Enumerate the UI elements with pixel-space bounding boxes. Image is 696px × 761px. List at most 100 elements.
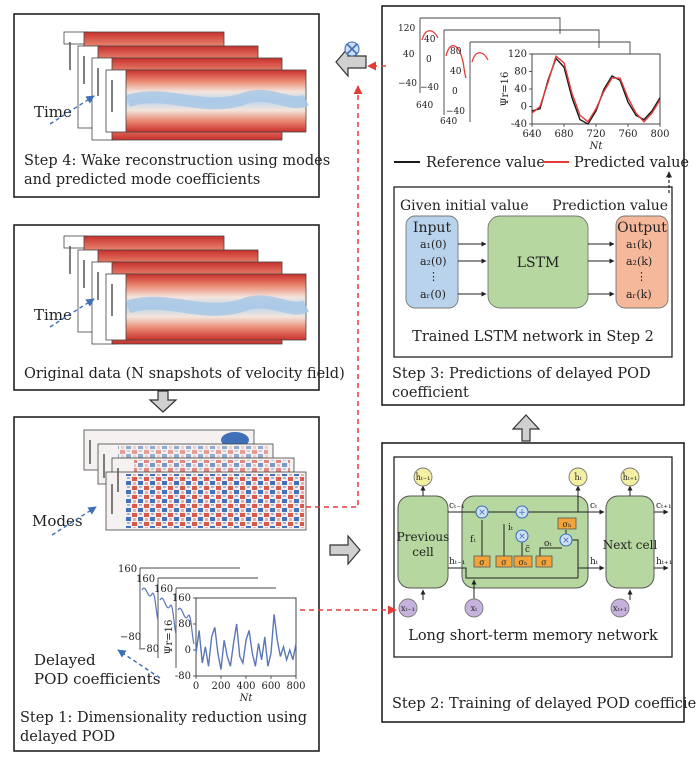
step4-snapshot-stack xyxy=(63,31,309,141)
up-arrow-step2-to-step3 xyxy=(511,414,541,442)
down-arrow-original-to-step1 xyxy=(148,390,178,413)
label-c-next: cₜ₊₁ xyxy=(656,501,672,511)
h-out-next: ĥₜ₊₁ xyxy=(622,473,638,482)
current-cell-box xyxy=(461,495,589,589)
legend-reference: Reference value xyxy=(426,155,545,171)
lstm-op-symbols: × + × × xyxy=(478,508,570,546)
pred-chart-ytick-4: -40 xyxy=(511,119,527,130)
legend-predicted: Predicted value xyxy=(574,155,689,171)
output-block xyxy=(615,215,669,309)
step4-panel: Time Step 4: Wake reconstruction using m… xyxy=(13,13,330,198)
gate-candidate: σₕ xyxy=(519,558,528,567)
stacked-prediction-frames xyxy=(419,17,631,122)
mode-stack xyxy=(83,429,307,531)
label-hs-prev: hₜ₋₁ xyxy=(449,557,465,567)
label-o: oₜ xyxy=(544,539,552,549)
coef-chart-xtick-4: 800 xyxy=(286,681,305,692)
input-label: Input xyxy=(413,220,452,236)
coef-chart-xtick-1: 200 xyxy=(211,681,230,692)
step4-title-line2: and predicted mode coefficients xyxy=(24,172,260,188)
stack-tick-10: −40 xyxy=(446,107,465,117)
coef-chart-xlabel: Nt xyxy=(239,693,254,704)
lstm-network-caption: Long short-term memory network xyxy=(408,628,658,644)
pred-chart-xlabel: Nt xyxy=(589,141,604,152)
coef-stack-y4: −80 xyxy=(120,632,141,643)
step3-title-line1: Step 3: Predictions of delayed POD xyxy=(392,366,651,382)
x-in-cur: xₜ xyxy=(471,604,478,613)
op-mult-2: × xyxy=(518,532,526,542)
coef-stack-y5: −80 xyxy=(138,644,159,655)
original-snapshot-stack xyxy=(63,235,310,345)
delayed-label-line1: Delayed xyxy=(34,651,96,669)
modes-time-arrow xyxy=(51,506,97,536)
label-c-cur: cₜ xyxy=(590,501,598,511)
original-time-label: Time xyxy=(34,306,72,324)
previous-cell-label1: Previous xyxy=(397,530,450,544)
original-data-panel: Time Original data (N snapshots of veloc… xyxy=(13,224,345,391)
label-c-tilde: c̃ xyxy=(525,544,530,555)
stacked-prediction-curves xyxy=(421,30,489,79)
coef-chart-ytick-2: 0 xyxy=(185,645,191,656)
label-c-prev: cₜ₋₁ xyxy=(449,501,465,511)
lstm-hidden-outputs xyxy=(413,467,640,487)
pred-chart-xtick-4: 800 xyxy=(650,129,669,140)
coefficient-stack: 160 160 160 −80 −80 xyxy=(118,564,276,668)
gate-input: σ xyxy=(501,558,507,567)
coef-chart-ytick-1: 80 xyxy=(178,619,191,630)
lstm-label: LSTM xyxy=(517,255,560,271)
output-label: Output xyxy=(617,220,667,236)
pred-chart-xtick-3: 760 xyxy=(618,129,637,140)
x-in-prev: xₜ₋₁ xyxy=(401,604,415,613)
h-out-cur: ĥₜ xyxy=(573,473,581,482)
stack-tick-5: 0 xyxy=(426,55,432,65)
lstm-pointwise-ops xyxy=(475,505,573,547)
coef-chart-xtick-3: 600 xyxy=(261,681,280,692)
original-time-arrow xyxy=(49,298,95,328)
stack-tick-2: 40 xyxy=(403,50,415,60)
coef-chart-series-0 xyxy=(195,614,297,670)
coef-chart-xtick-2: 400 xyxy=(236,681,255,692)
op-add: + xyxy=(518,508,526,518)
lstm-gates xyxy=(473,517,577,568)
op-mult-3: × xyxy=(562,536,570,546)
input-item-1: a₁(0) xyxy=(420,238,447,251)
pred-chart-xtick-2: 720 xyxy=(586,129,605,140)
lstm-block xyxy=(487,215,589,309)
input-item-3: ⋮ xyxy=(428,270,439,283)
label-f: fₜ xyxy=(470,535,476,545)
h-out-prev: ĥₜ₋₁ xyxy=(415,473,431,482)
step3-panel: 120 40 −40 40 0 −40 80 40 0 −40 640 640 … xyxy=(381,5,689,406)
step1-title-line1: Step 1: Dimensionality reduction using xyxy=(20,710,307,726)
stack-xtick-2: 640 xyxy=(440,117,457,127)
label-hs-next: hₜ₊₁ xyxy=(656,557,672,567)
pred-chart-series-1 xyxy=(531,54,661,123)
gate-output: σ xyxy=(541,558,547,567)
coef-stack-y2: 160 xyxy=(136,574,155,585)
x-in-next: xₜ₊₁ xyxy=(613,604,627,613)
input-to-lstm-arrows xyxy=(458,241,615,297)
lstm-inputs xyxy=(398,598,630,618)
step3-title-line2: coefficient xyxy=(392,385,469,401)
step1-title-line2: delayed POD xyxy=(20,729,115,745)
step4-time-label: Time xyxy=(34,103,72,121)
stack-tick-6: −40 xyxy=(420,83,439,93)
op-mult-1: × xyxy=(478,508,486,518)
pred-chart-ytick-0: 120 xyxy=(508,49,527,60)
right-arrow-step1-to-step2 xyxy=(329,534,361,566)
output-item-3: ⋮ xyxy=(636,270,647,283)
pred-chart-plot-area xyxy=(531,53,661,125)
label-i: iₜ xyxy=(508,523,514,533)
coef-time-arrow xyxy=(117,649,161,679)
combine-icon xyxy=(344,41,360,57)
coef-chart-ytick-0: 160 xyxy=(172,593,191,604)
coef-chart-ylabel: Ψr=16 xyxy=(164,620,175,655)
input-item-2: a₂(0) xyxy=(420,255,447,268)
pred-chart-ytick-3: 0 xyxy=(521,102,527,113)
coef-stack-y1: 160 xyxy=(118,564,137,575)
gate-forget: σ xyxy=(479,558,485,567)
step2-panel: Previous cell Next cell xyxy=(381,442,696,723)
pred-chart-ylabel: Ψr=16 xyxy=(500,72,511,107)
input-block xyxy=(405,215,459,309)
stack-xtick-1: 640 xyxy=(416,101,433,111)
